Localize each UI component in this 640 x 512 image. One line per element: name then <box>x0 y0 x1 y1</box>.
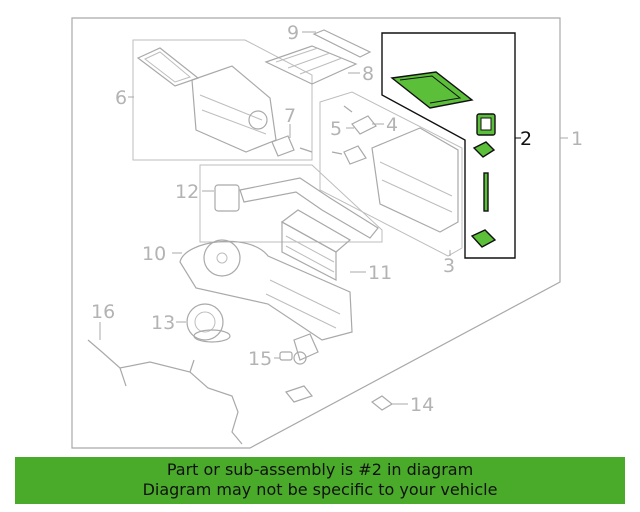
filter-part-8-rib <box>287 52 331 69</box>
callout-5: 5 <box>330 118 342 140</box>
case-part-6-port <box>248 110 268 130</box>
clip-part-lower <box>470 229 497 248</box>
heater-core-part-11-fin <box>285 235 335 263</box>
group-box-12 <box>199 164 383 243</box>
callout-12: 12 <box>175 181 199 203</box>
blower-housing-part-10-rib <box>265 293 337 329</box>
group-box-3 <box>319 91 463 257</box>
filter-door-part-detail <box>399 75 462 104</box>
harness-part-16-branch <box>189 359 195 373</box>
callout-6: 6 <box>115 87 127 109</box>
info-banner: Part or sub-assembly is #2 in diagram Di… <box>15 457 625 504</box>
callout-4: 4 <box>386 114 398 136</box>
screw-part-5 <box>331 151 343 155</box>
filter-part-8-rib <box>275 47 319 63</box>
callout-1: 1 <box>571 128 583 150</box>
gasket-part-6 <box>136 47 200 87</box>
resistor-part-12 <box>214 184 240 212</box>
callout-7: 7 <box>284 105 296 127</box>
case-part-3-rib <box>381 179 453 213</box>
case-part-6-rib <box>199 94 263 121</box>
bracket-part-14 <box>370 395 394 411</box>
case-part-3-rib <box>379 161 453 197</box>
heater-core-part-11-body <box>281 220 337 281</box>
callout-8: 8 <box>362 63 374 85</box>
blower-motor-part-13-base <box>193 329 231 343</box>
callout-16: 16 <box>91 301 115 323</box>
screw-part-4 <box>343 105 353 113</box>
blower-housing-part-10 <box>179 240 353 341</box>
gasket-part-6-inner <box>144 51 192 83</box>
screw-part-7 <box>299 147 313 153</box>
cover-part-9 <box>312 29 372 58</box>
harness-part-16 <box>87 339 243 445</box>
clip-part-15 <box>279 351 293 361</box>
banner-line-disclaimer: Diagram may not be specific to your vehi… <box>142 480 498 499</box>
actuator-part-4 <box>351 115 377 135</box>
harness-part-16-branch <box>119 367 127 387</box>
filter-part-8 <box>264 45 358 85</box>
parts-diagram: 1 2 3 4 5 6 7 8 9 10 11 12 13 14 15 16 <box>71 17 583 449</box>
callout-10: 10 <box>142 243 166 265</box>
callout-9: 9 <box>287 22 299 44</box>
callout-3: 3 <box>443 255 455 277</box>
callout-14: 14 <box>410 394 434 416</box>
heater-core-part-11 <box>280 209 352 253</box>
blower-housing-part-10-rib <box>269 279 341 315</box>
heater-core-part-11-fin <box>285 245 335 273</box>
rod-part <box>483 172 489 212</box>
clip-part-upper <box>472 141 496 158</box>
seal-part-inner <box>480 117 492 131</box>
seal-part-15 <box>293 333 319 361</box>
case-part-6-rib <box>201 109 267 135</box>
banner-line-part: Part or sub-assembly is #2 in diagram <box>166 460 474 479</box>
duct-part-12 <box>239 177 379 239</box>
blower-motor-part-13-inner <box>194 311 216 333</box>
callout-11: 11 <box>368 262 392 284</box>
bracket-part-misc <box>284 385 314 403</box>
assembly-boundary <box>71 17 561 449</box>
blower-housing-part-10-hub <box>216 252 228 264</box>
grommet-part-15 <box>293 351 307 365</box>
filter-part-8-rib <box>299 57 343 75</box>
highlight-box-2 <box>381 32 516 259</box>
callout-15: 15 <box>248 348 272 370</box>
group-box-6 <box>132 39 313 161</box>
actuator-part-7 <box>271 135 295 157</box>
blower-housing-part-10-fan <box>203 239 241 277</box>
blower-motor-part-13 <box>186 303 224 341</box>
actuator-part-5 <box>343 145 367 165</box>
callout-2: 2 <box>520 128 532 150</box>
case-part-3 <box>371 127 459 233</box>
callout-13: 13 <box>151 312 175 334</box>
